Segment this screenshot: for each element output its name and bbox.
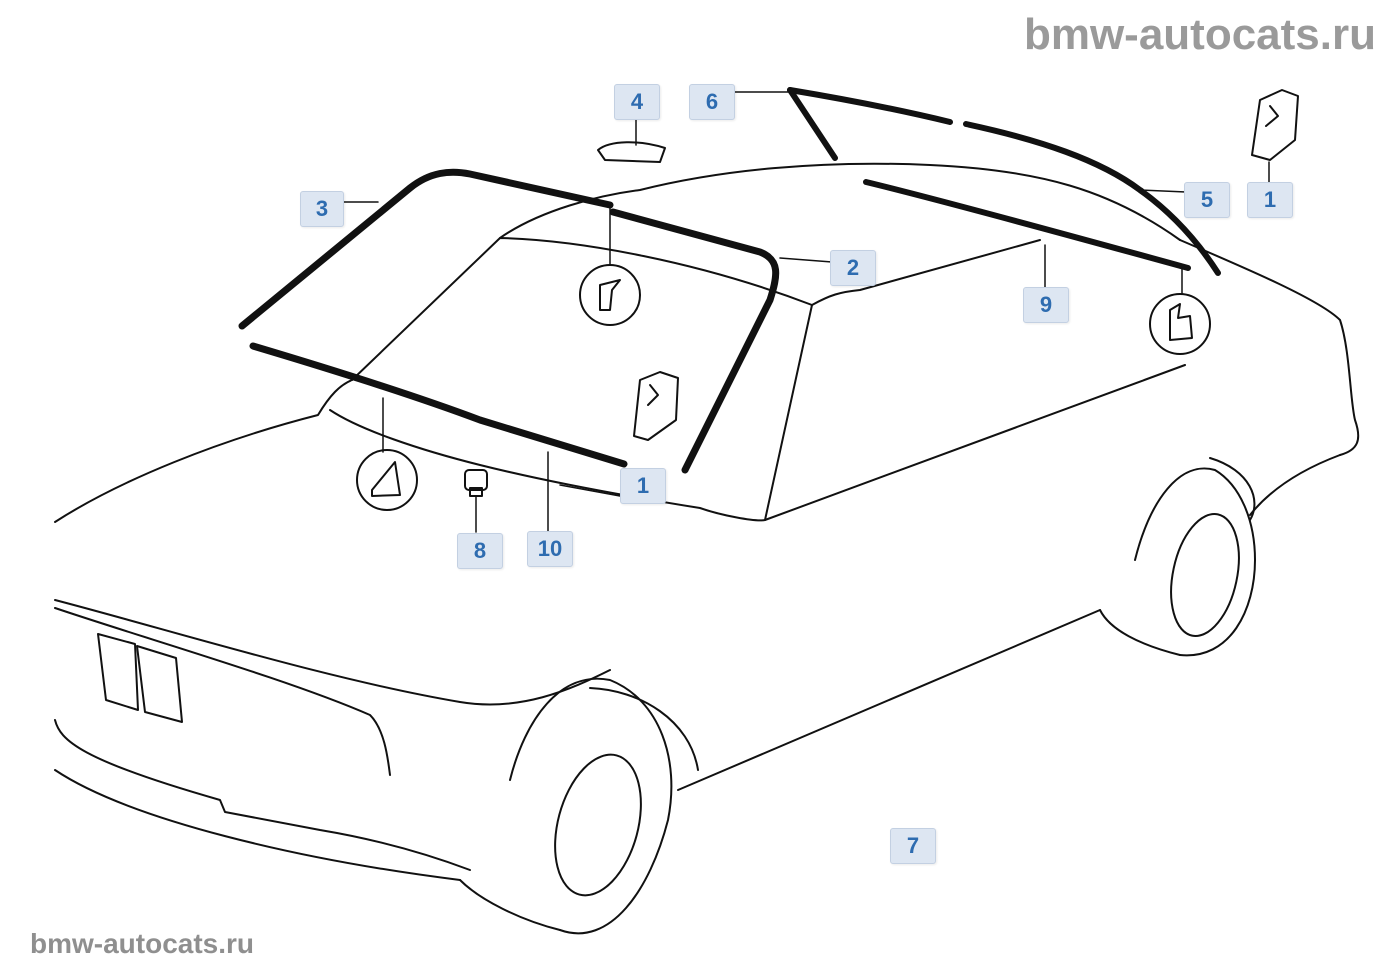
callout-4[interactable]: 4 [614, 84, 660, 120]
clip-part-front [633, 371, 679, 441]
callout-1-rear[interactable]: 1 [1247, 182, 1293, 218]
callout-8[interactable]: 8 [457, 533, 503, 569]
car-body-outline [54, 162, 1360, 931]
roof-moulding [787, 87, 1221, 276]
callout-9[interactable]: 9 [1023, 287, 1069, 323]
callout-7[interactable]: 7 [890, 828, 936, 864]
watermark-top: bmw-autocats.ru [1023, 10, 1376, 59]
callout-10[interactable]: 10 [527, 531, 573, 567]
windshield-moulding-top [238, 168, 780, 474]
rear-wheel [1134, 457, 1256, 657]
callout-6[interactable]: 6 [689, 84, 735, 120]
detail-circle-3 [1149, 293, 1211, 355]
detail-circle-2 [356, 449, 418, 511]
drip-moulding [863, 179, 1191, 271]
callout-1-front[interactable]: 1 [620, 468, 666, 504]
small-clip-part [464, 469, 488, 497]
cover-cap [597, 141, 666, 163]
detail-circle-1 [579, 264, 641, 326]
clip-part-rear [1251, 89, 1299, 161]
front-grille [97, 633, 183, 723]
front-wheel [509, 677, 699, 935]
watermark-bottom: bmw-autocats.ru [30, 928, 255, 959]
callout-3[interactable]: 3 [300, 191, 344, 227]
callout-5[interactable]: 5 [1184, 182, 1230, 218]
callout-2[interactable]: 2 [830, 250, 876, 286]
cowl-moulding [249, 342, 628, 468]
leader-lines [341, 91, 1270, 533]
